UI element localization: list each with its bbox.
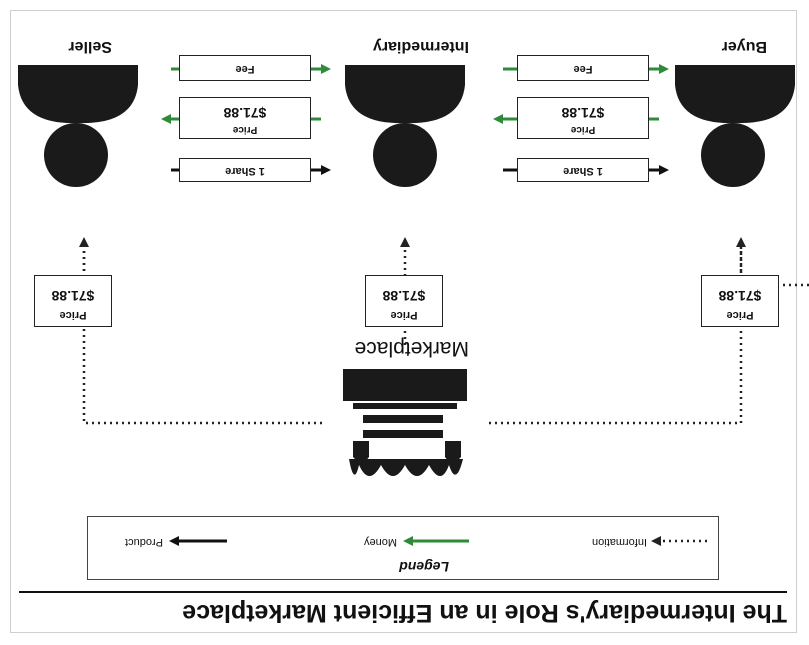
fee-box-left: Fee	[517, 55, 649, 81]
marketplace-building-icon	[343, 369, 467, 476]
buyer-label: Buyer	[721, 38, 767, 55]
price-quote-intermediary: Price $71.88	[365, 275, 443, 327]
price-quote-seller: Price $71.88	[34, 275, 112, 327]
legend-money-sample	[403, 536, 469, 546]
legend-product-sample	[169, 536, 227, 546]
share-box-left: 1 Share	[517, 158, 649, 182]
fee-box-right: Fee	[179, 55, 311, 81]
buyer-figure-icon	[675, 65, 795, 187]
share-box-right: 1 Share	[179, 158, 311, 182]
price-quote-buyer: Price $71.88	[701, 275, 779, 327]
flow-arrowheads-right	[161, 64, 331, 175]
seller-label: Seller	[68, 38, 112, 55]
intermediary-figure-icon	[345, 65, 465, 187]
flow-arrowheads-left	[493, 64, 669, 175]
information-arrowheads	[79, 237, 746, 247]
legend-info-sample	[651, 536, 707, 546]
intermediary-label: Intermediary	[372, 38, 469, 55]
price-box-left: Price $71.88	[517, 97, 649, 139]
marketplace-label: Marketplace	[354, 337, 469, 360]
seller-figure-icon	[18, 65, 138, 187]
price-box-right: Price $71.88	[179, 97, 311, 139]
